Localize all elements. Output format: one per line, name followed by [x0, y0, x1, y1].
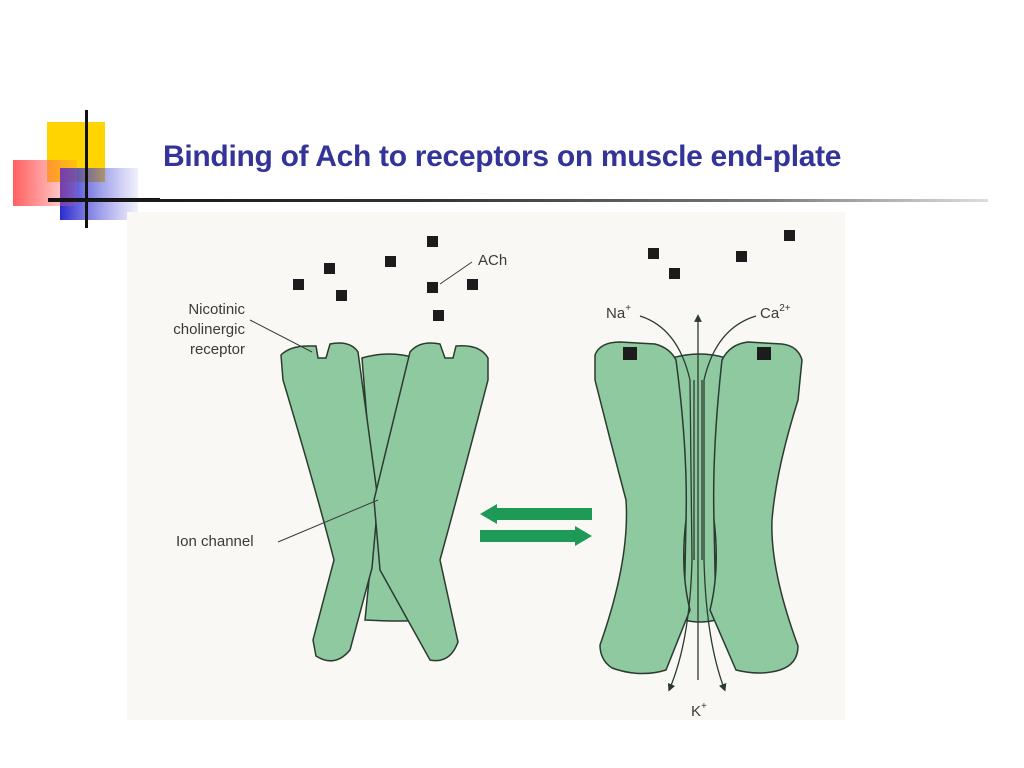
ion-flow-paths — [639, 314, 757, 692]
na-symbol: Na — [606, 305, 626, 322]
ach-leader-line — [439, 261, 473, 285]
na-ion-label: Na+ — [606, 303, 631, 322]
ach-molecule — [669, 268, 680, 279]
open-channel-right-subunit — [709, 341, 803, 674]
ach-molecule — [427, 236, 438, 247]
receptor-leader-line — [249, 319, 313, 353]
k-symbol: K — [691, 703, 701, 720]
k-charge: + — [701, 701, 707, 712]
ca-flow-path — [703, 315, 757, 692]
ach-molecule — [648, 248, 659, 259]
receptor-label-line2: cholinergic — [173, 321, 245, 338]
closed-channel — [280, 342, 489, 662]
closed-channel-right-subunit — [373, 342, 489, 662]
closed-channel-left-subunit — [280, 342, 379, 662]
ach-molecule — [385, 256, 396, 267]
ach-molecule — [293, 279, 304, 290]
bound-ach-molecule — [623, 347, 637, 360]
ach-label: ACh — [478, 252, 507, 269]
ach-molecule — [336, 290, 347, 301]
ion-channel-label: Ion channel — [176, 533, 254, 550]
forward-arrow — [480, 526, 592, 546]
ca-symbol: Ca — [760, 305, 780, 322]
ca-ion-label: Ca2+ — [760, 303, 791, 322]
vertical-line — [85, 110, 88, 228]
open-channel-left-subunit — [594, 341, 691, 675]
ach-molecule — [433, 310, 444, 321]
na-charge: + — [625, 303, 631, 314]
reverse-arrow — [480, 504, 592, 524]
slide-title: Binding of Ach to receptors on muscle en… — [163, 140, 842, 173]
ach-molecules-free — [293, 236, 478, 321]
ach-molecules-right — [648, 230, 795, 279]
receptor-label-line3: receptor — [190, 341, 245, 358]
ach-molecule — [736, 251, 747, 262]
receptor-label-line1: Nicotinic — [188, 301, 245, 318]
ca-charge: 2+ — [779, 303, 791, 314]
decorative-corner-blocks — [13, 110, 160, 228]
ion-channel-leader-line — [277, 499, 379, 543]
equilibrium-arrows — [480, 504, 592, 546]
ach-molecule — [784, 230, 795, 241]
title-divider — [48, 199, 988, 202]
bound-ach-molecule — [757, 347, 771, 360]
ach-molecule — [324, 263, 335, 274]
ach-molecule — [467, 279, 478, 290]
ach-molecule — [427, 282, 438, 293]
open-channel — [594, 341, 803, 675]
na-flow-path — [639, 315, 693, 692]
k-ion-label: K+ — [691, 701, 707, 720]
